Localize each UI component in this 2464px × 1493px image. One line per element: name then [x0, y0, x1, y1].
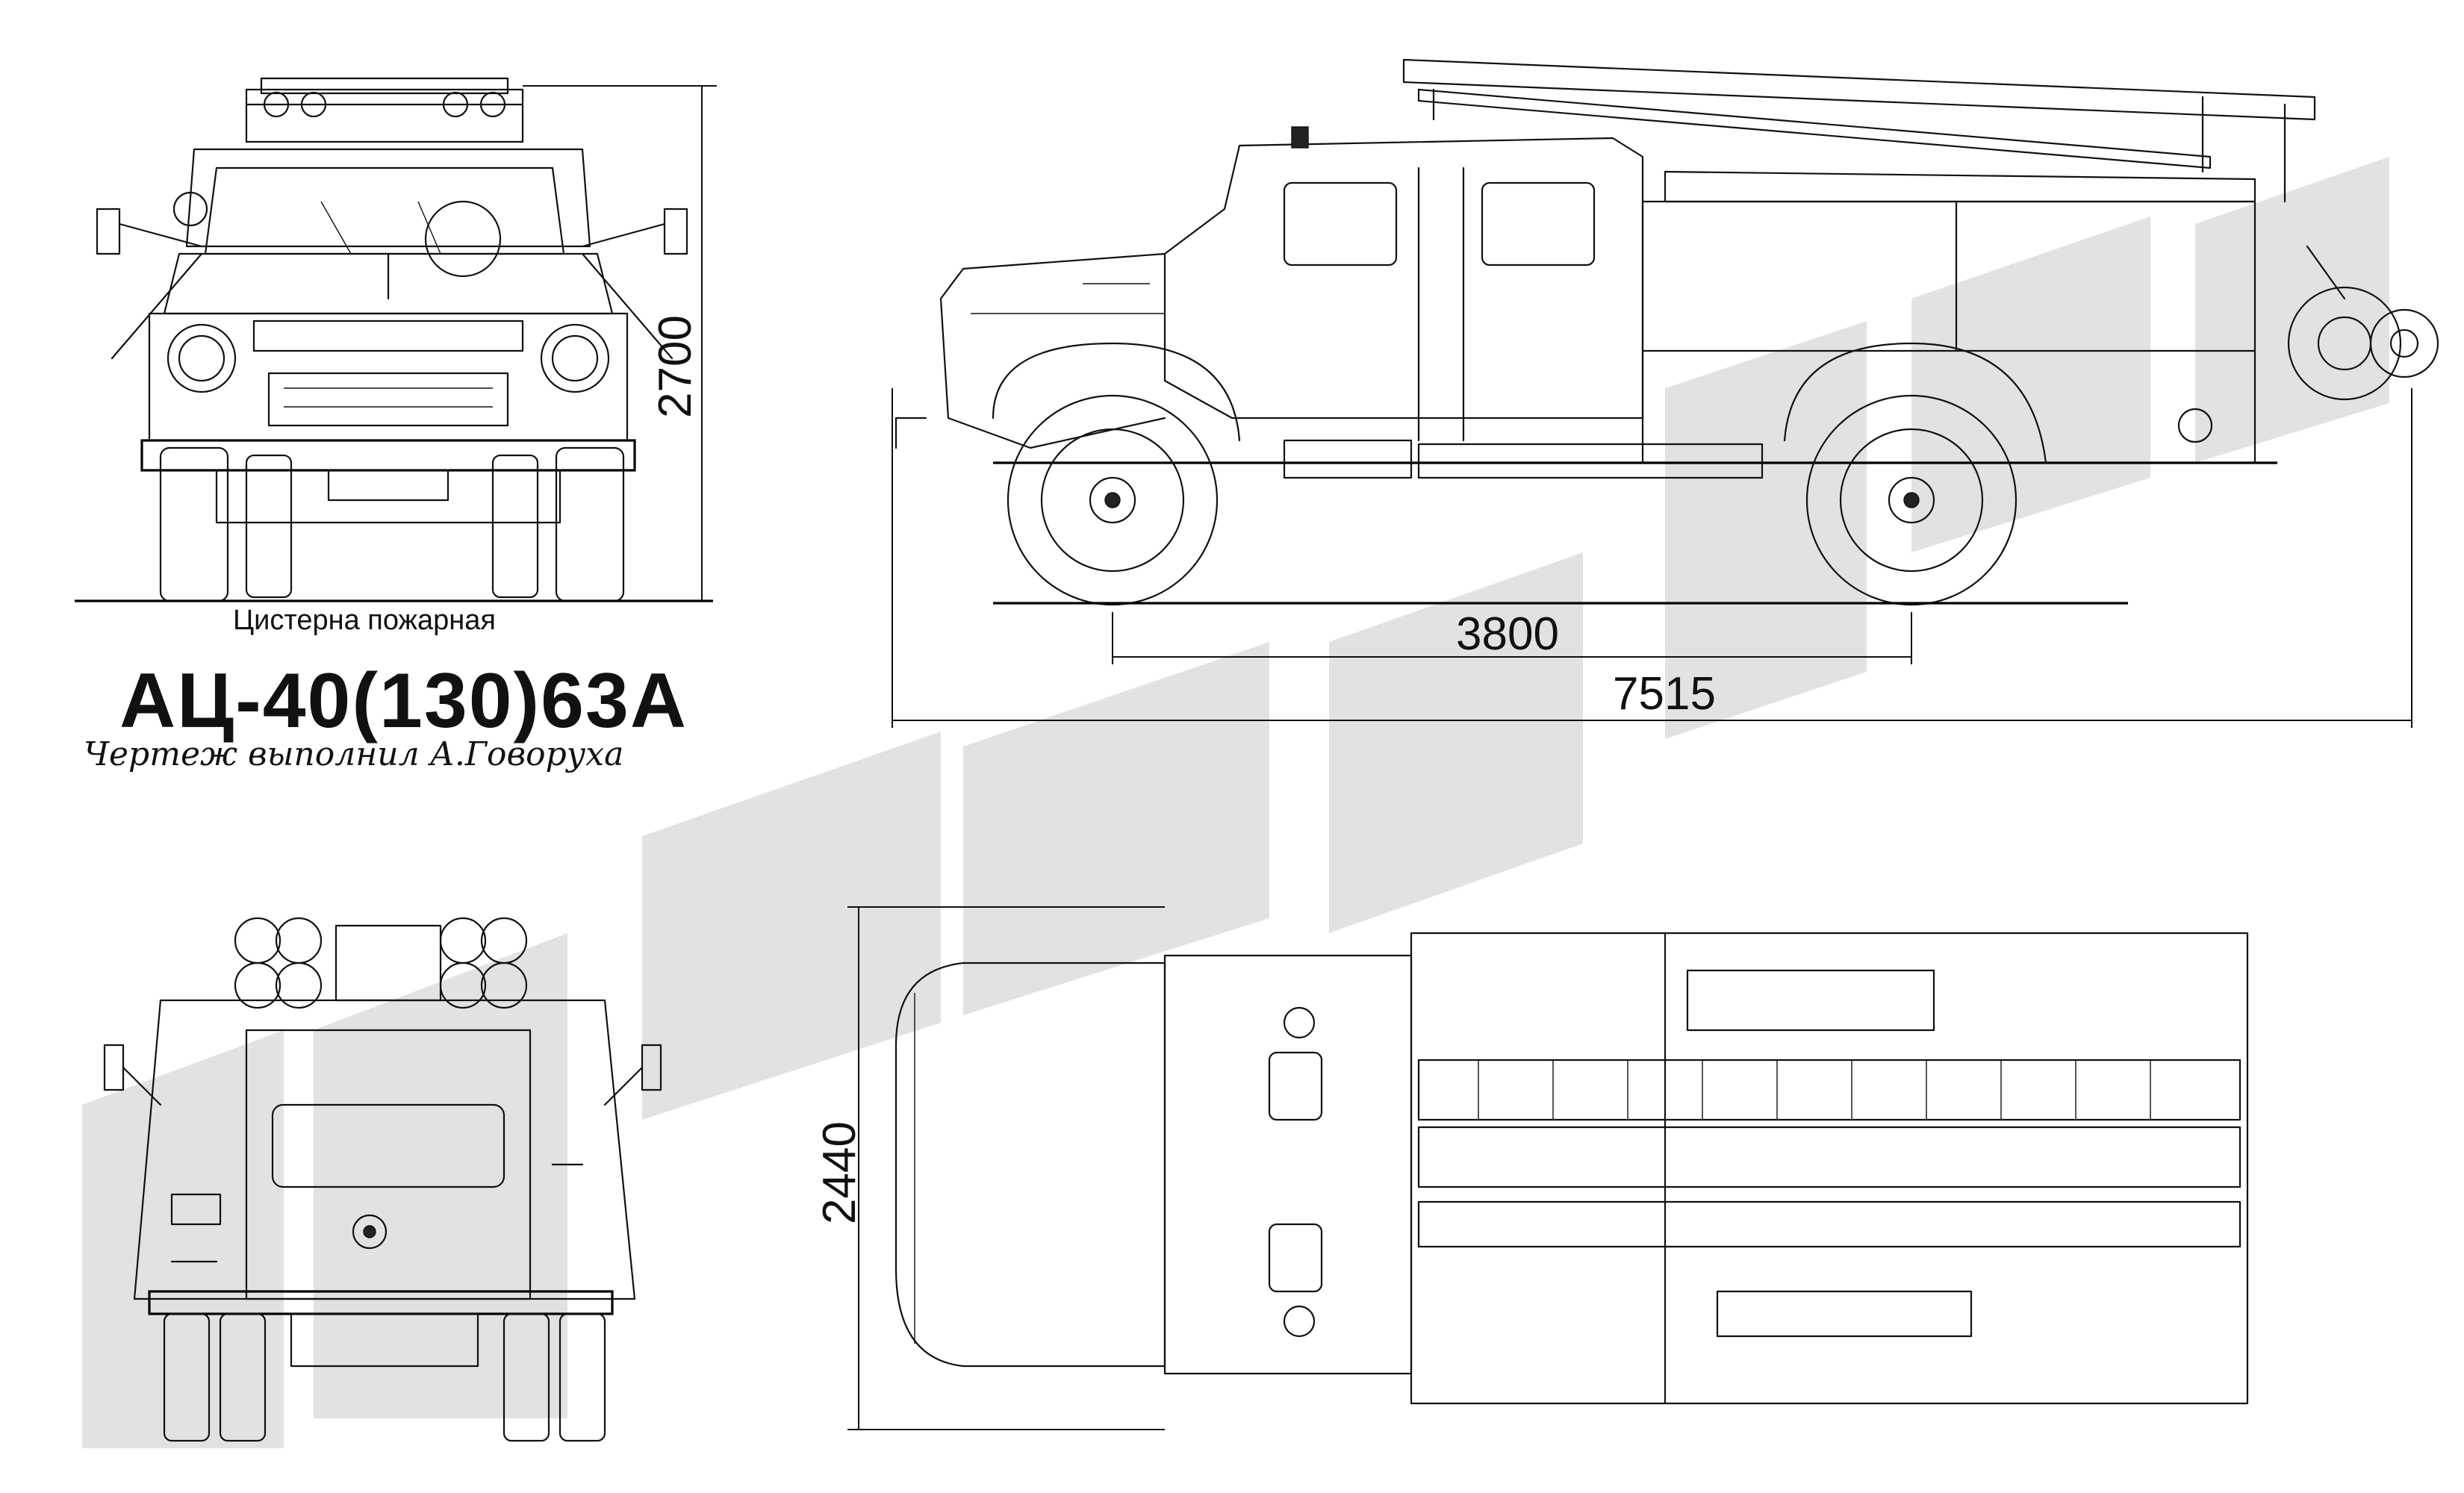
- dim-label-top-width: 2440: [814, 1121, 865, 1224]
- dim-label-overall-length: 7515: [1613, 668, 1716, 720]
- dimension-overall-length: 7515: [892, 388, 2412, 728]
- watermark: [82, 157, 2389, 1448]
- drawing-subtitle: Цистерна пожарная: [233, 605, 496, 636]
- dimension-wheelbase: 3800: [1112, 608, 1912, 664]
- dimension-front-height: 2700: [523, 85, 717, 601]
- author-credit: Чертеж выполнил А.Говоруха: [84, 735, 624, 773]
- dimension-top-width: 2440: [814, 906, 1165, 1430]
- dim-label-wheelbase: 3800: [1456, 608, 1559, 660]
- model-designation: АЦ-40(130)63А: [119, 658, 688, 744]
- side-view: [895, 58, 2439, 606]
- front-view: [75, 77, 713, 602]
- dim-label-front-height: 2700: [650, 315, 701, 418]
- rear-view: [103, 917, 662, 1442]
- top-view: [895, 932, 2249, 1405]
